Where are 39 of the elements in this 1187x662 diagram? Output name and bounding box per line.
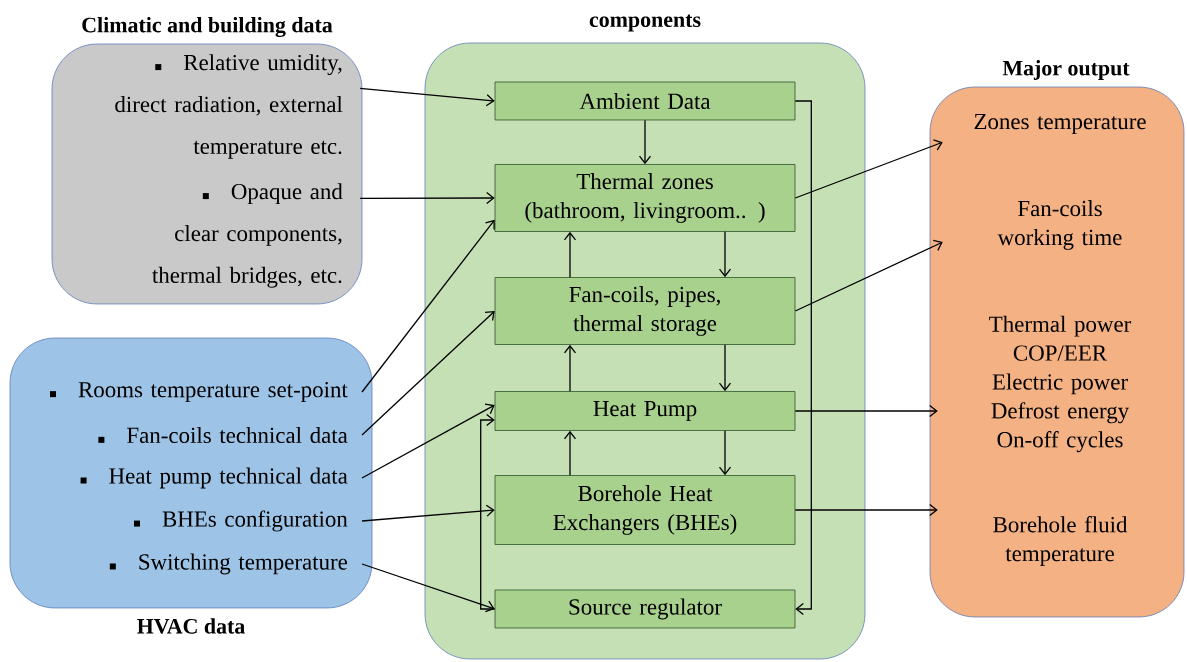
arrow [718,344,732,392]
bullet-item: Relative umidity, direct radiation, external temperature etc. [115,54,343,159]
output-text: Zones temperature [974,114,1146,134]
panel-heading: Climatic and building data [82,17,333,38]
arrow [563,430,577,476]
arrow [794,239,943,312]
panel-heading: components [589,14,701,32]
component-box: Heat Pump [494,391,796,431]
arrow [563,344,577,392]
arrow [480,413,496,610]
arrow [718,231,732,278]
arrow [794,404,938,418]
output-text: Fan-coils working time [997,200,1122,250]
arrow [361,504,495,522]
arrow [361,563,495,613]
component-box: Thermal zones (bathroom, livingroom.. ) [494,164,796,232]
bullet-item: Rooms temperature set-point [50,381,348,402]
component-box: Borehole Heat Exchangers (BHEs) [494,475,796,545]
arrow [563,231,577,278]
bullet-item: BHEs configuration [134,510,348,532]
panel-heading: HVAC data [137,618,245,634]
component-box: Fan-coils, pipes, thermal storage [494,277,796,345]
arrow [361,219,495,393]
bullet-item: Fan-coils technical data [98,426,348,444]
arrow [718,430,732,476]
panel-heading: Major output [1002,60,1130,80]
output-text: Thermal power COP/EER Electric power Defrost energy On-off cycles [989,315,1132,453]
bullet-item: Heat pump technical data [80,467,348,489]
component-box: Ambient Data [494,81,796,121]
bullet-item: Opaque and clear components, thermal bridges, etc. [152,183,343,288]
arrow [359,87,495,107]
component-box: Source regulator [494,589,796,629]
arrow [359,191,495,205]
arrow [794,100,812,616]
arrow [638,119,652,165]
arrow [794,503,938,517]
arrow [794,139,943,199]
bullet-item: Switching temperature [109,553,348,575]
output-text: Borehole fluid temperature [993,516,1128,566]
